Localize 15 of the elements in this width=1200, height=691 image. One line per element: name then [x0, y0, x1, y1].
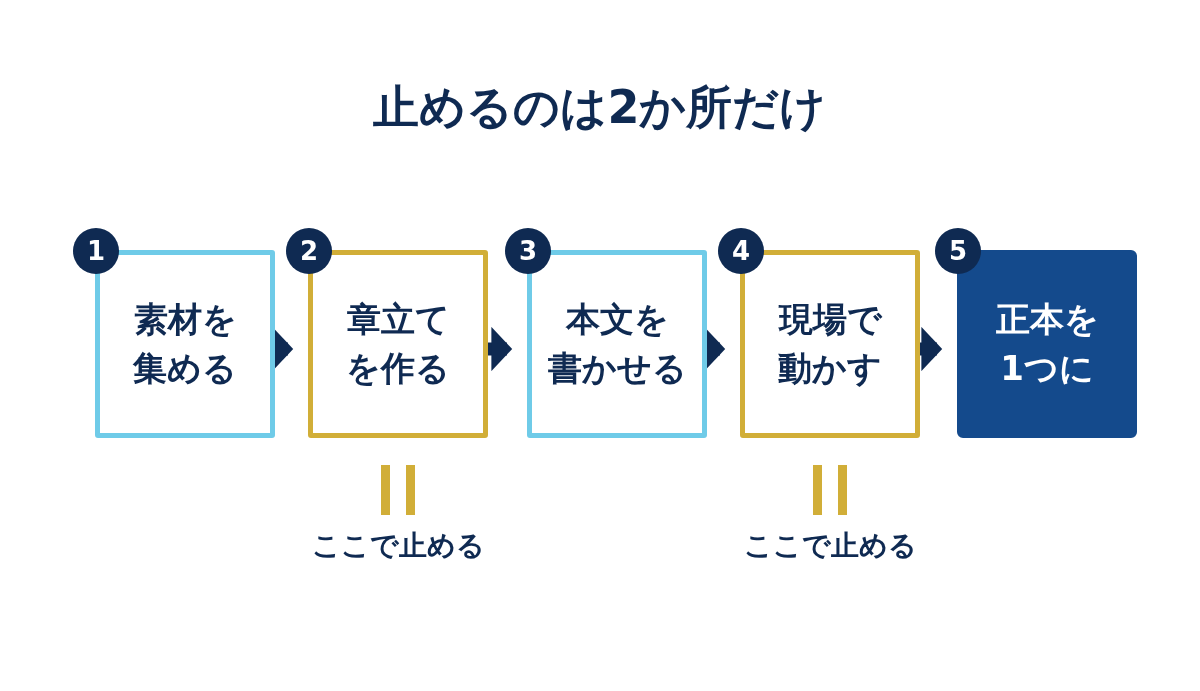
step-label: 本文を書かせる — [547, 297, 687, 390]
arrow — [920, 326, 943, 372]
step-number: 5 — [935, 228, 981, 274]
step-label: 素材を集める — [133, 297, 237, 390]
step-number: 4 — [718, 228, 764, 274]
step-number: 1 — [73, 228, 119, 274]
step-label: 現場で動かす — [778, 297, 882, 390]
stop-note: ここで止める — [743, 528, 917, 564]
stop-note: ここで止める — [311, 528, 485, 564]
step-label: 正本を1つに — [995, 297, 1099, 390]
arrow — [488, 326, 513, 372]
title: 止めるのは2か所だけ — [373, 80, 827, 136]
step-number: 2 — [286, 228, 332, 274]
step-number: 3 — [505, 228, 551, 274]
step-label: 章立てを作る — [346, 297, 450, 390]
